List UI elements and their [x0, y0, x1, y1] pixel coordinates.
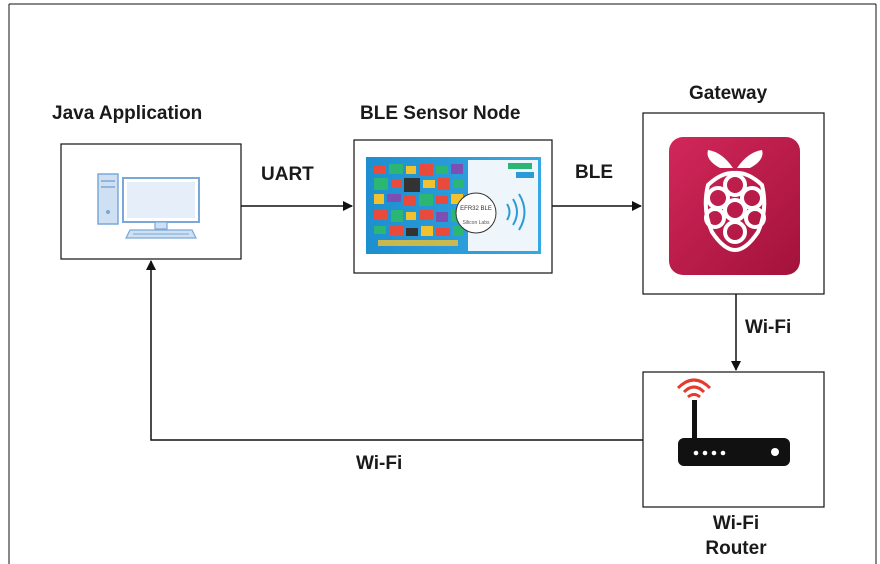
gateway-node[interactable] — [642, 112, 825, 295]
outer-frame — [8, 3, 877, 564]
raspberry-pi-icon — [669, 137, 800, 275]
java-app-node[interactable] — [60, 143, 242, 260]
board-components — [374, 164, 463, 246]
gateway-label: Gateway — [689, 83, 768, 104]
sensor-board-image: EFR32 BLE Silicon Labs — [366, 157, 541, 254]
java-app-label: Java Application — [52, 103, 203, 124]
board-module-circle — [455, 192, 497, 234]
wifi-back-edge-label: Wi-Fi — [356, 453, 403, 474]
router-label-line1: Wi-Fi — [712, 513, 760, 534]
router-node[interactable] — [642, 371, 825, 508]
ble-node[interactable]: EFR32 BLE Silicon Labs — [353, 139, 553, 274]
ble-edge-label: BLE — [575, 162, 613, 183]
ble-node-label: BLE Sensor Node — [360, 103, 521, 124]
board-module-text: EFR32 BLE — [460, 206, 492, 212]
router-label-line2: Router — [705, 538, 767, 559]
desktop-computer-icon — [97, 173, 200, 239]
wifi-router-icon — [676, 378, 790, 466]
edge-wifi-back — [146, 260, 643, 441]
wifi-down-edge-label: Wi-Fi — [745, 317, 792, 338]
uart-edge-label: UART — [261, 164, 314, 185]
board-logo-text: Silicon Labs — [463, 220, 490, 226]
